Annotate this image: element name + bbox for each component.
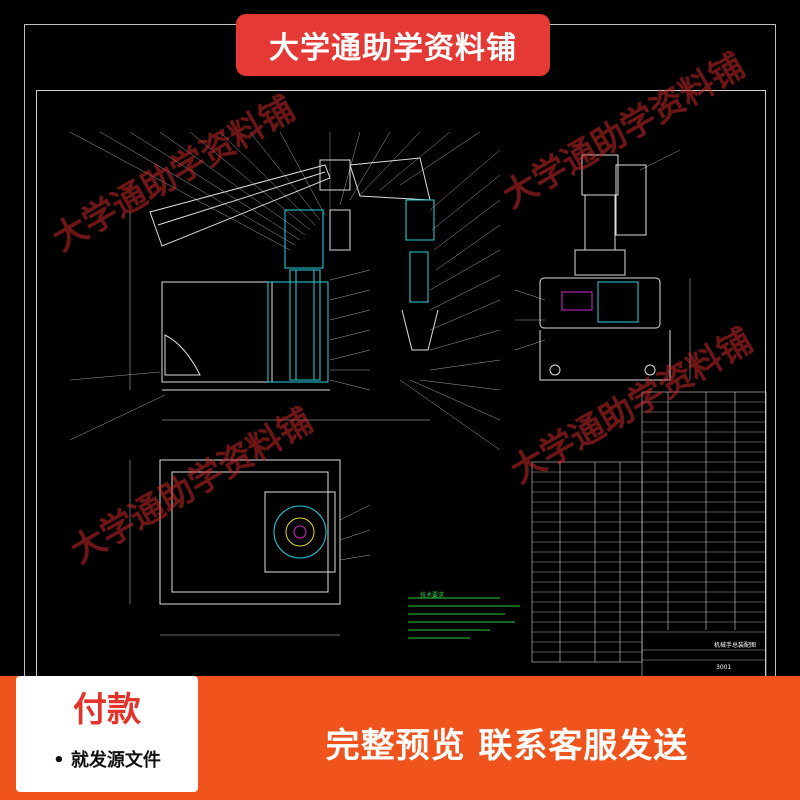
front-view bbox=[129, 157, 439, 421]
top-view bbox=[129, 459, 371, 636]
title-block-code: 3001 bbox=[716, 664, 732, 671]
payment-subtitle: • 就发源文件 bbox=[53, 750, 161, 771]
payment-title: 付款 bbox=[73, 690, 141, 730]
promo-text: 完整预览 联系客服发送 bbox=[325, 726, 689, 766]
technical-notes bbox=[408, 597, 520, 639]
shop-title: 大学通助学资料铺 bbox=[269, 31, 517, 66]
payment-box: 付款 • 就发源文件 bbox=[16, 676, 198, 792]
technical-notes-title: 技术要求 bbox=[420, 592, 445, 599]
leader-lines bbox=[69, 131, 681, 451]
parts-list-rows bbox=[532, 401, 766, 661]
title-block-name: 机械手总装配图 bbox=[714, 642, 757, 649]
side-view bbox=[539, 154, 691, 381]
shop-title-banner: 大学通助学资料铺 bbox=[236, 14, 550, 76]
